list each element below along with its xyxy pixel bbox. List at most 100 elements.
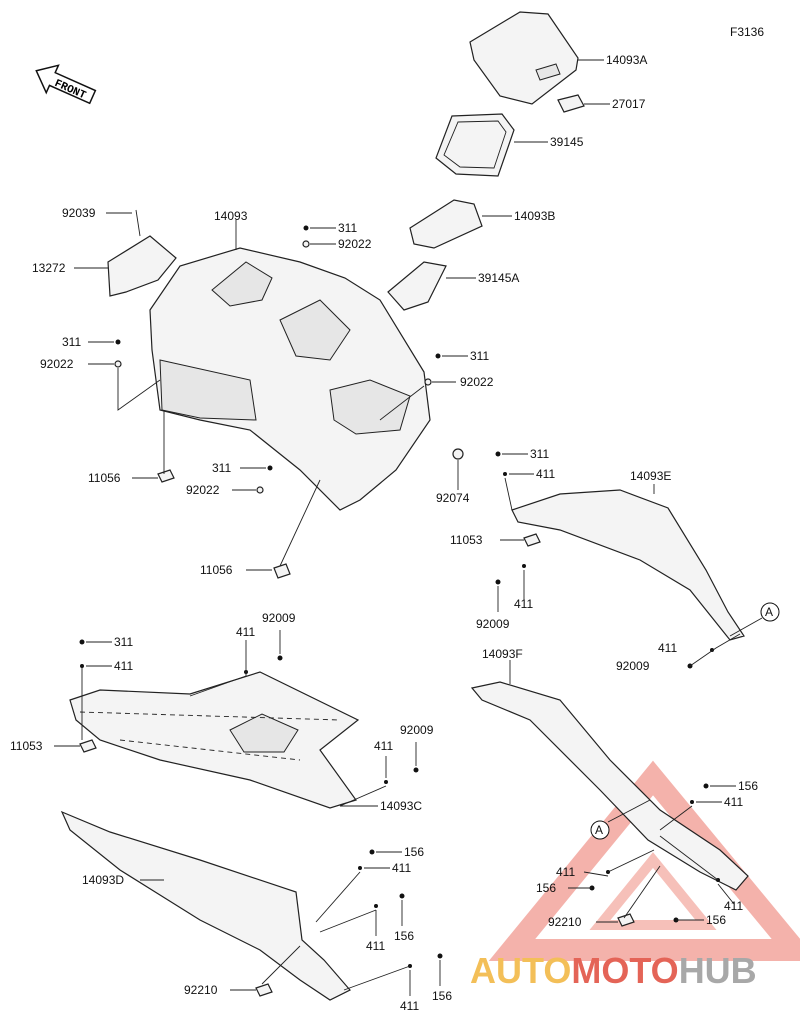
label-411-k: 411 bbox=[114, 659, 133, 673]
clip-11056-shape-a bbox=[157, 469, 175, 483]
clip-11056-shape-b bbox=[273, 563, 291, 579]
label-411-f: 411 bbox=[514, 597, 533, 611]
body-14093-shape bbox=[149, 247, 431, 511]
label-14093f: 14093F bbox=[482, 647, 523, 661]
label-92022-d: 92022 bbox=[186, 483, 220, 497]
body-14093-tray bbox=[329, 379, 411, 435]
label-411-j: 411 bbox=[724, 899, 743, 913]
callout-a-lower: A bbox=[590, 820, 610, 840]
label-156-o: 156 bbox=[394, 929, 414, 943]
figure-code: F3136 bbox=[730, 25, 764, 39]
clip-11053-shape-a bbox=[523, 533, 541, 547]
nut-411-dot-m bbox=[384, 780, 388, 784]
screw-156-dot-p bbox=[437, 953, 443, 959]
body-14093-recess bbox=[279, 299, 351, 361]
nut-411-dot-h bbox=[690, 800, 694, 804]
seal-39145a-shape bbox=[387, 261, 447, 311]
seal-39145-inner bbox=[443, 120, 507, 169]
label-411-i: 411 bbox=[556, 865, 575, 879]
panel-14093c-dashline-a bbox=[79, 711, 341, 721]
cover-14093e-shape bbox=[511, 489, 745, 641]
label-27017: 27017 bbox=[612, 97, 646, 111]
screw-311-dot-b bbox=[115, 339, 121, 345]
label-92210-a: 92210 bbox=[548, 915, 582, 929]
nut-411-dot-o bbox=[374, 904, 378, 908]
watermark-inner-triangle bbox=[589, 852, 717, 930]
cover-14093d-shape bbox=[60, 810, 351, 1001]
cover-14093a-shape bbox=[469, 11, 579, 105]
label-311-b: 311 bbox=[62, 335, 81, 349]
screw-311-dot-e bbox=[495, 451, 501, 457]
cover-14093a-tab bbox=[535, 63, 561, 81]
seal-39145-shape bbox=[435, 113, 515, 177]
label-14093: 14093 bbox=[214, 209, 248, 223]
label-311-k: 311 bbox=[114, 635, 133, 649]
label-92009-g: 92009 bbox=[616, 659, 650, 673]
washer-92022-dot-b bbox=[114, 360, 122, 368]
label-92009-l: 92009 bbox=[262, 611, 296, 625]
nut-411-dot-e bbox=[503, 472, 507, 476]
label-11056-a: 11056 bbox=[88, 471, 121, 485]
body-14093-lower bbox=[159, 359, 257, 421]
panel-14093c-cutout bbox=[229, 713, 299, 753]
label-11053-b: 11053 bbox=[10, 739, 43, 753]
label-411-h: 411 bbox=[724, 795, 743, 809]
label-92009-m: 92009 bbox=[400, 723, 434, 737]
screw-311-dot-a bbox=[303, 225, 309, 231]
bolt-92009-dot-m bbox=[413, 767, 419, 773]
watermark-moto: MOTO bbox=[571, 950, 678, 991]
watermark-auto: AUTO bbox=[470, 950, 571, 991]
label-311-d: 311 bbox=[212, 461, 231, 475]
label-92039: 92039 bbox=[62, 206, 96, 220]
screw-156-dot-n bbox=[369, 849, 375, 855]
label-92022-c: 92022 bbox=[460, 375, 494, 389]
label-411-p: 411 bbox=[400, 999, 419, 1013]
grommet-92074-shape bbox=[452, 448, 464, 460]
label-411-e: 411 bbox=[536, 467, 555, 481]
label-13272: 13272 bbox=[32, 261, 66, 275]
label-92210-b: 92210 bbox=[184, 983, 218, 997]
label-311-a: 311 bbox=[338, 221, 357, 235]
label-411-g: 411 bbox=[658, 641, 677, 655]
label-92009-f: 92009 bbox=[476, 617, 510, 631]
label-92022-b: 92022 bbox=[40, 357, 74, 371]
label-92074: 92074 bbox=[436, 491, 470, 505]
label-39145: 39145 bbox=[550, 135, 584, 149]
label-156-b: 156 bbox=[536, 881, 556, 895]
cover-14093b-shape bbox=[409, 199, 483, 249]
clip-11053-shape-b bbox=[79, 739, 97, 753]
label-14093d: 14093D bbox=[82, 873, 124, 887]
screw-156-dot-o bbox=[399, 893, 405, 899]
label-311-e: 311 bbox=[530, 447, 549, 461]
body-14093-opening bbox=[211, 261, 273, 307]
label-92022-a: 92022 bbox=[338, 237, 372, 251]
watermark-hub: HUB bbox=[679, 950, 757, 991]
label-311-c: 311 bbox=[470, 349, 489, 363]
label-156-a: 156 bbox=[738, 779, 758, 793]
label-411-n: 411 bbox=[392, 861, 411, 875]
bolt-92009-dot-l bbox=[277, 655, 283, 661]
nut-411-dot-n bbox=[358, 866, 362, 870]
label-411-o: 411 bbox=[366, 939, 385, 953]
bolt-92009-dot-f bbox=[495, 579, 501, 585]
label-14093b: 14093B bbox=[514, 209, 555, 223]
washer-92022-dot-d bbox=[256, 486, 264, 494]
screw-311-dot-k bbox=[79, 639, 85, 645]
cap-27017-shape bbox=[557, 94, 585, 113]
panel-14093c-shape bbox=[69, 671, 360, 809]
label-14093a: 14093A bbox=[606, 53, 647, 67]
front-arrow-icon: FRONT bbox=[35, 64, 97, 105]
label-156-n: 156 bbox=[404, 845, 424, 859]
label-411-l: 411 bbox=[236, 625, 255, 639]
callout-a-right: A bbox=[760, 602, 780, 622]
label-156-p: 156 bbox=[432, 989, 452, 1003]
bolt-92039-shape bbox=[135, 209, 141, 237]
nut-411-dot-k bbox=[80, 664, 84, 668]
clip-92210-shape-b bbox=[255, 983, 273, 997]
bracket-13272-shape bbox=[107, 235, 177, 297]
screw-311-dot-c bbox=[435, 353, 441, 359]
screw-311-dot-d bbox=[267, 465, 273, 471]
washer-92022-dot-a bbox=[302, 240, 310, 248]
label-11056-b: 11056 bbox=[200, 563, 233, 577]
